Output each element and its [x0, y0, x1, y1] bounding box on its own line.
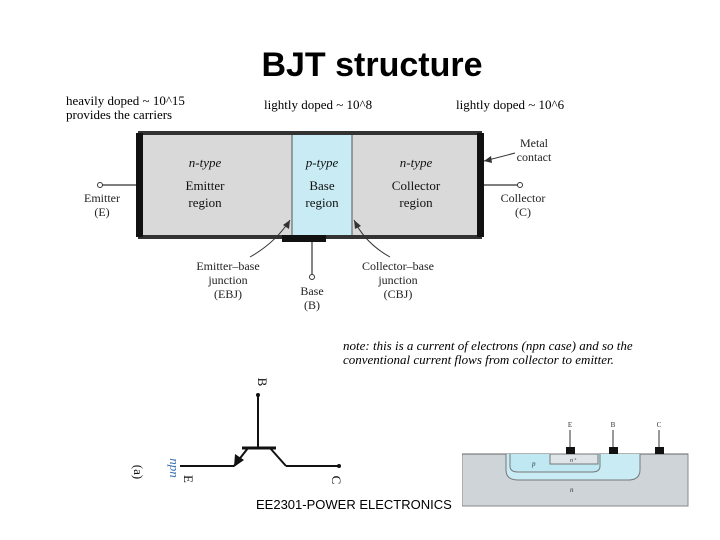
emitter-terminal-line2: (E) — [94, 205, 110, 219]
metal-contact-line2: contact — [516, 150, 552, 164]
symbol-base-label: B — [255, 378, 270, 387]
cross-section-diagram: E B C p n⁺ n — [462, 421, 689, 507]
ebj-line1: Emitter–base — [196, 259, 260, 273]
base-type: p-type — [305, 155, 339, 170]
symbol-collector-lead — [269, 447, 287, 467]
collector-terminal-label: Collector (C) — [492, 191, 554, 219]
metal-contact-line1: Metal — [520, 136, 548, 150]
cbj-line1: Collector–base — [362, 259, 434, 273]
emitter-metal-contact — [136, 133, 143, 237]
emitter-doping-note: heavily doped ~ 10^15 provides the carri… — [66, 94, 185, 122]
base-terminal-label: Base (B) — [290, 284, 334, 312]
ebj-line2: junction — [208, 273, 248, 287]
cs-b-label: B — [611, 421, 616, 429]
emitter-name-line2: region — [188, 195, 222, 210]
emitter-name-line1: Emitter — [185, 178, 225, 193]
base-name-line1: Base — [309, 178, 335, 193]
cs-nplus-label: n⁺ — [570, 457, 577, 464]
cbj-label: Collector–base junction (CBJ) — [346, 259, 450, 301]
ebj-line3: (EBJ) — [214, 287, 242, 301]
bjt-structure-diagram — [97, 131, 523, 280]
emitter-terminal-dot — [97, 182, 103, 188]
cs-c-label: C — [657, 421, 662, 429]
collector-type: n-type — [399, 155, 433, 170]
emitter-doping-line2: provides the carriers — [66, 107, 173, 122]
page-title: BJT structure — [261, 46, 483, 84]
base-terminal-line2: (B) — [304, 298, 320, 312]
metal-contact-label: Metal contact — [512, 136, 556, 164]
base-terminal-line1: Base — [300, 284, 324, 298]
base-doping-note: lightly doped ~ 10^8 — [264, 97, 373, 112]
emitter-type: n-type — [188, 155, 222, 170]
cs-n-label: n — [570, 486, 574, 494]
base-region-label: p-type Base region — [292, 154, 352, 211]
base-terminal-dot — [309, 274, 315, 280]
ebj-label: Emitter–base junction (EBJ) — [180, 259, 276, 301]
current-note: note: this is a current of electrons (np… — [343, 339, 633, 367]
collector-terminal-dot — [517, 182, 523, 188]
emitter-region-label: n-type Emitter region — [163, 154, 247, 211]
base-metal-contact — [282, 235, 326, 242]
cbj-line3: (CBJ) — [383, 287, 413, 301]
npn-symbol: B E C npn (a) — [131, 378, 344, 485]
collector-name-line2: region — [399, 195, 433, 210]
emitter-arrow-icon — [234, 454, 244, 467]
emitter-doping-line1: heavily doped ~ 10^15 — [66, 93, 185, 108]
emitter-terminal-line1: Emitter — [84, 191, 120, 205]
cs-p-label: p — [531, 460, 536, 468]
base-name-line2: region — [305, 195, 339, 210]
collector-terminal-line1: Collector — [500, 191, 546, 205]
collector-region-label: n-type Collector region — [374, 154, 458, 211]
emitter-terminal-label: Emitter (E) — [74, 191, 130, 219]
symbol-emitter-label: E — [181, 475, 196, 483]
symbol-collector-label: C — [329, 476, 344, 485]
footer-course-name: EE2301-POWER ELECTRONICS — [256, 497, 452, 512]
note-line1: note: this is a current of electrons (np… — [343, 338, 633, 353]
cs-e-label: E — [568, 421, 572, 429]
cbj-line2: junction — [378, 273, 418, 287]
collector-metal-contact — [477, 133, 484, 237]
symbol-panel-label: (a) — [131, 465, 146, 479]
note-line2: conventional current flows from collecto… — [343, 352, 614, 367]
collector-name-line1: Collector — [391, 178, 441, 193]
symbol-npn-label: npn — [167, 458, 182, 478]
base-region — [292, 135, 352, 235]
collector-doping-note: lightly doped ~ 10^6 — [456, 97, 565, 112]
collector-terminal-line2: (C) — [515, 205, 531, 219]
